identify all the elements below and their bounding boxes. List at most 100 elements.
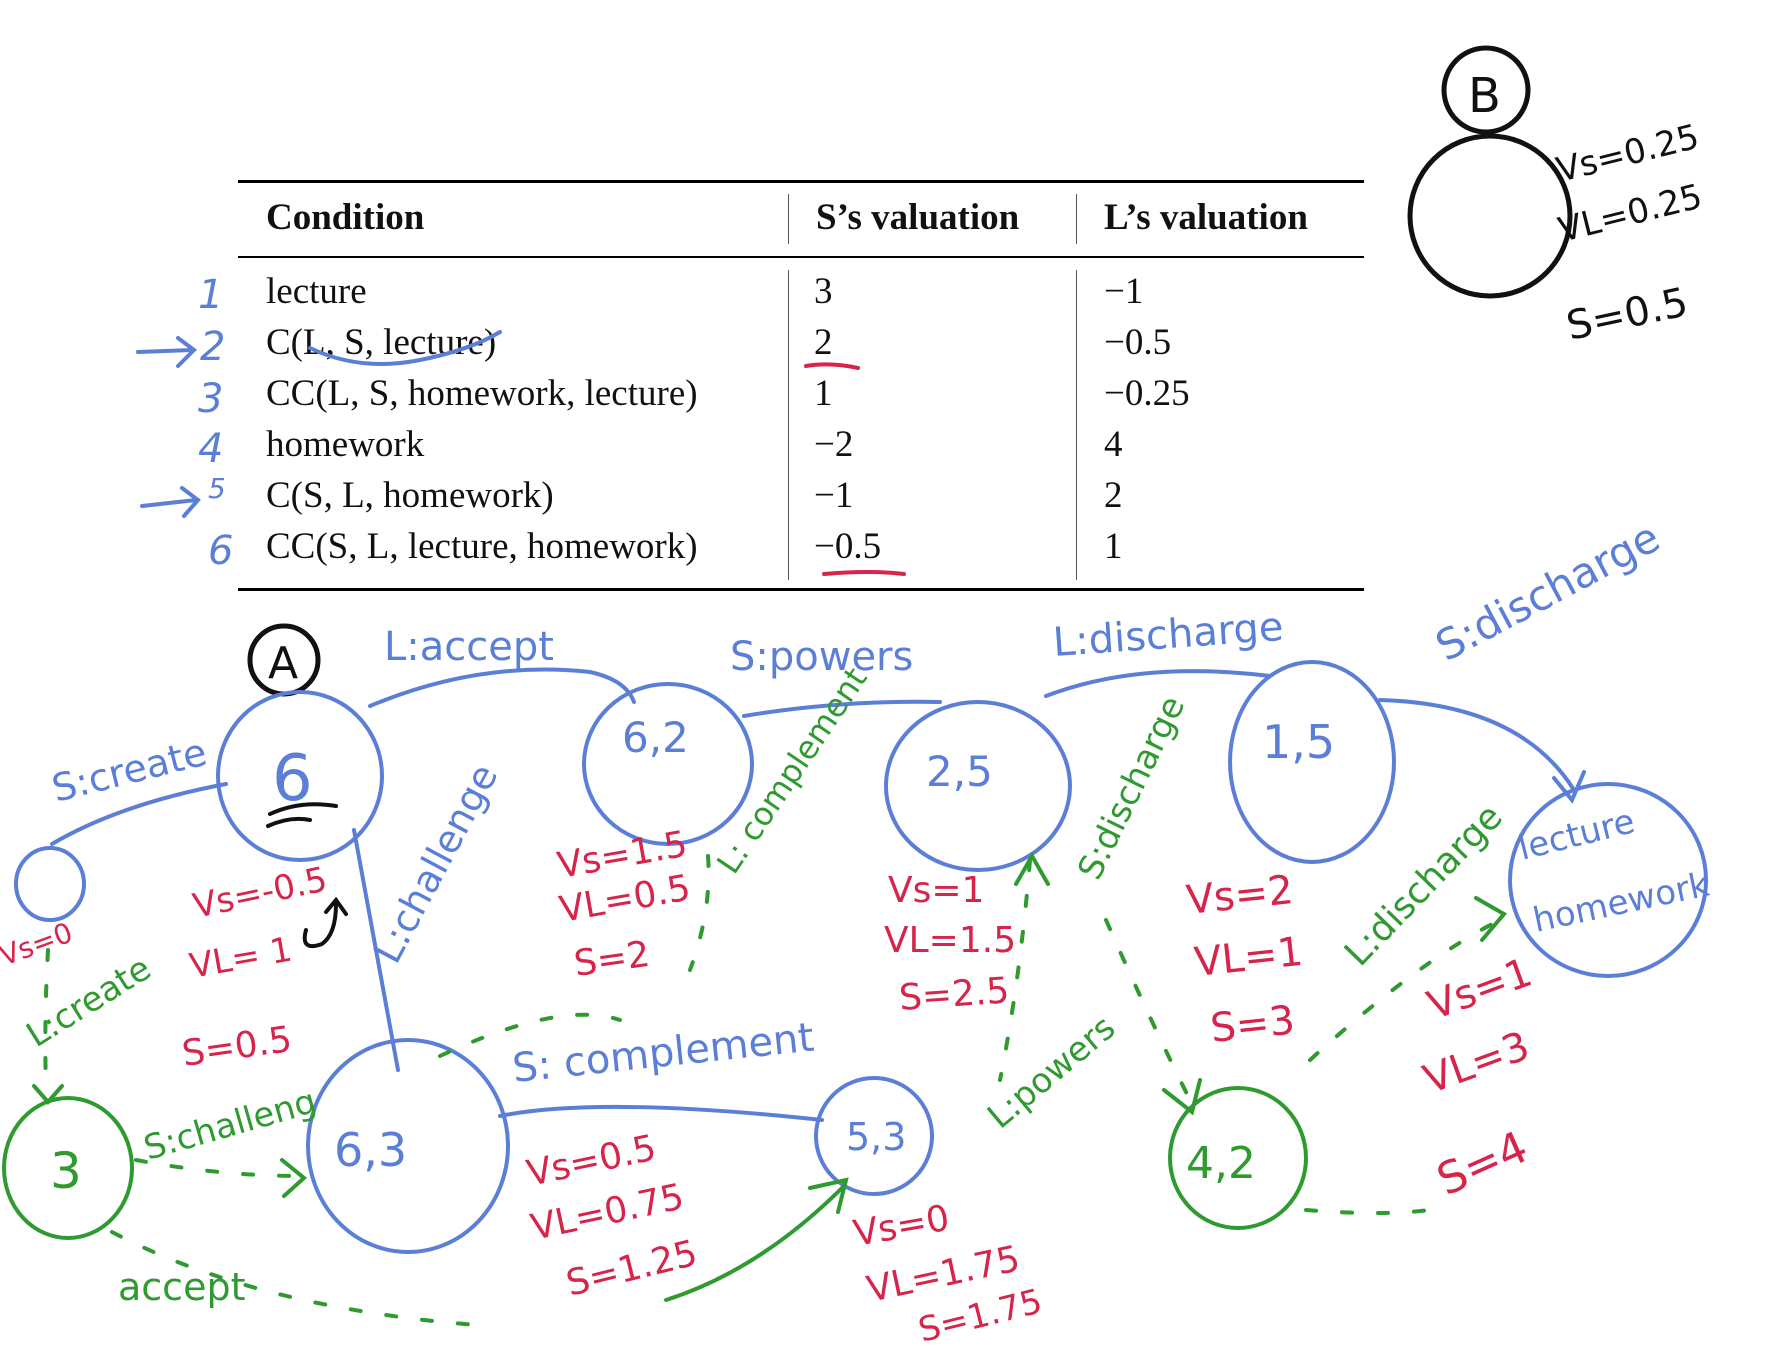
green-arrowhead-25-icon [1014,851,1050,886]
row-3-s-valuation: 1 [814,373,833,414]
edge-62-to-25 [742,699,942,718]
value-25-vl: VL=1.5 [884,920,1016,961]
value-53-vs: Vs=0 [850,1198,952,1255]
state-b-vl: VL=0.25 [1555,177,1707,251]
column-separator [1076,194,1077,244]
arrow-to-row-2-icon [136,336,198,368]
value-25-vs: Vs=1 [888,870,984,911]
row-4-condition: homework [266,424,425,465]
edge-63-to-53 [498,1104,824,1122]
header-condition: Condition [266,197,425,238]
state-53-node [814,1076,934,1196]
row-number-4: 4 [198,426,223,472]
underline-value-2-icon [804,362,860,370]
edge-label-l-complement: L: complement [709,661,875,881]
value-15-s: S=3 [1208,997,1297,1052]
edge-63-to-53-dashed [438,1012,622,1058]
row-5-s-valuation: −1 [814,475,854,516]
row-1-condition: lecture [266,271,367,312]
arrowhead-final-icon [1552,770,1586,804]
table-bottom-rule [238,588,1364,591]
row-number-2: 2 [200,324,225,370]
row-number-3: 3 [198,376,223,422]
edge-53-to-25 [998,858,1032,1082]
marker-b-label: B [1468,68,1501,124]
state-b-s: S=0.5 [1563,279,1692,349]
edge-42-lower [1304,1208,1432,1215]
header-l-valuation: L’s valuation [1104,197,1308,238]
column-separator [788,194,789,244]
curl-arrow-icon [302,896,348,949]
value-25-s: S=2.5 [898,970,1011,1019]
edge-label-s-discharge-top: S:discharge [1428,512,1668,671]
row-6-l-valuation: 1 [1104,526,1123,567]
edge-3-accept [110,1230,492,1328]
row-4-l-valuation: 4 [1104,424,1123,465]
arrow-to-row-5-icon [140,486,201,518]
edge-3-to-63 [134,1158,304,1178]
state-15-node [1228,660,1396,864]
edge-25-to-42 [1104,918,1192,1102]
row-2-l-valuation: −0.5 [1104,322,1172,363]
state-6-node [216,690,384,862]
state-3-node [2,1096,134,1240]
state-62-label: 6,2 [622,713,689,762]
state-small-node [14,846,86,922]
row-5-l-valuation: 2 [1104,475,1123,516]
row-4-s-valuation: −2 [814,424,854,465]
state-6-label: 6 [272,742,313,816]
row-1-l-valuation: −1 [1104,271,1144,312]
green-arrowhead-53-icon [808,1177,849,1214]
state-3-label: 3 [50,1142,82,1200]
marker-b-circle [1441,45,1531,135]
column-separator [788,270,789,580]
table-top-rule [238,180,1364,183]
green-edges [43,854,1502,1328]
value-final-s: S=4 [1430,1122,1536,1206]
edge-6-to-62 [368,667,636,708]
state-63-node [306,1038,510,1254]
row-2-s-valuation: 2 [814,322,833,363]
state-25-node [884,700,1072,872]
edge-label-l-create: L:create [20,948,159,1055]
state-53-label: 5,3 [846,1115,906,1159]
edge-label-accept: accept [118,1265,245,1309]
state-42-label: 4,2 [1186,1138,1256,1189]
value-small-vs: Vs=0 [0,916,77,973]
edge-label-l-accept: L:accept [384,624,554,670]
edge-label-l-discharge-low: L:discharge [1337,796,1511,974]
value-final-vs: Vs=1 [1422,950,1538,1030]
value-6-s: S=0.5 [180,1019,295,1075]
row-3-l-valuation: −0.25 [1104,373,1190,414]
state-final-lecture: lecture [1515,801,1639,868]
value-15-vl: VL=1 [1192,929,1305,986]
table-header-rule [238,256,1364,258]
edge-label-s-powers: S:powers [730,634,913,680]
state-final-homework: homework [1530,864,1713,940]
row-number-1: 1 [198,272,223,318]
edge-label-l-challenge: L:challenge [365,757,506,970]
state-42-node [1168,1086,1308,1230]
state-63-label: 6,3 [334,1123,407,1177]
green-arrowhead-63-icon [280,1158,308,1198]
row-6-condition: CC(S, L, lecture, homework) [266,526,698,567]
row-6-s-valuation: −0.5 [814,526,882,567]
scribble-icon [266,802,338,828]
header-s-valuation: S’s valuation [816,197,1020,238]
edge-label-s-challenge: S:challeng [139,1081,320,1168]
value-15-vs: Vs=2 [1184,867,1295,924]
state-25-label: 2,5 [926,747,993,796]
edge-small-to-3 [43,948,50,1092]
value-62-s: S=2 [572,934,653,985]
blue-nodes [14,660,1708,1254]
edge-6-to-small [50,782,228,846]
edge-25-to-15 [1044,669,1272,698]
value-6-vl: VL= 1 [187,930,296,987]
edge-42-to-final [1308,918,1502,1062]
value-final-vl: VL=3 [1418,1023,1536,1103]
state-15-label: 1,5 [1262,715,1335,769]
row-number-6: 6 [208,528,233,574]
underline-value-neg05-icon [822,570,906,576]
marker-a-label: A [268,638,298,689]
